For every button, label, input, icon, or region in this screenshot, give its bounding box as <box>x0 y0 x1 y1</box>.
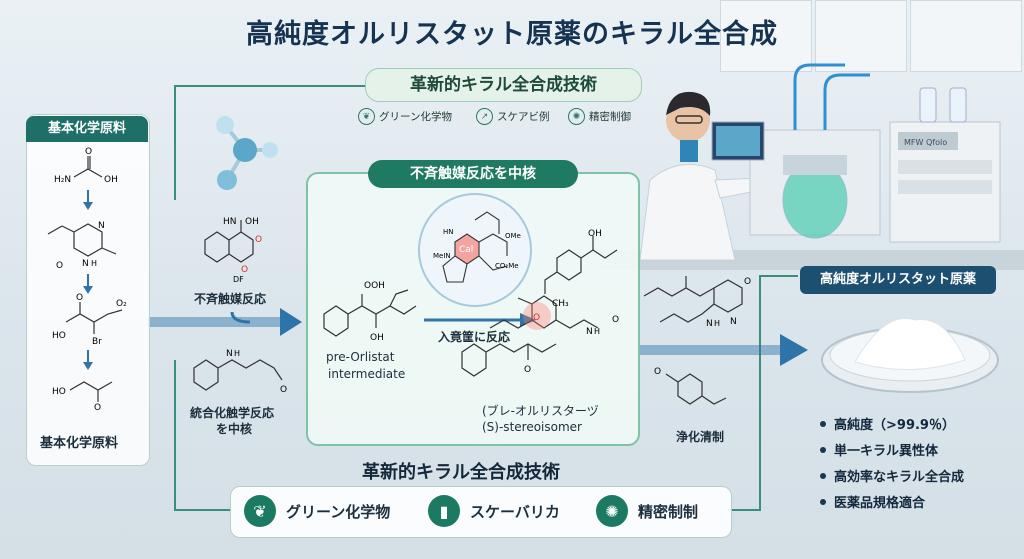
integrated-reaction-label-1: 統合化触学反応 <box>190 406 275 420</box>
label: O <box>94 403 101 412</box>
pre-orlistat-molecule: OOH OH <box>323 281 417 343</box>
precision-gear-icon: ✺ <box>596 495 628 527</box>
catalyst-bubble: Cal OMe CO₂Me MeIN HN <box>418 193 532 307</box>
label: N <box>82 259 89 269</box>
label: HN <box>443 228 454 236</box>
label: N <box>98 221 105 231</box>
core-reaction-header: 不斉触媒反応を中核 <box>368 160 578 188</box>
methoxy-aniline-molecule: O <box>654 367 727 405</box>
hplc-instrument: MFW Qfolo <box>889 87 1001 243</box>
page-title: 高純度オルリスタット原薬のキラル全合成 <box>246 19 778 50</box>
chart-icon: ↗ <box>476 108 493 125</box>
hplc-screen-text: MFW Qfolo <box>904 138 947 147</box>
label: Br <box>92 337 102 347</box>
center-reaction-label: 入竟筐に反応 <box>438 330 511 344</box>
product-feature-item: 高純度（>99.9％） <box>820 414 1020 433</box>
label: HN <box>223 217 237 227</box>
flask-leaf-icon: ❦ <box>244 495 276 527</box>
pre-orlistat-label-1: pre-Orlistat <box>326 350 395 364</box>
bottom-feature-scale: ▮ スケーバリカ <box>428 494 560 528</box>
label: O <box>241 265 248 275</box>
gear-icon: ✺ <box>568 108 585 125</box>
bottom-feature-precision: ✺ 精密制制 <box>596 494 698 528</box>
ball-stick-model <box>216 116 278 190</box>
label: O <box>524 365 531 375</box>
lab-scene-illustration: MFW Qfolo <box>639 63 1001 260</box>
scientist-figure <box>639 91 772 260</box>
label: H <box>91 259 97 268</box>
bar-chart-icon: ▮ <box>428 495 460 527</box>
label: HO <box>52 387 66 397</box>
final-product-header: 高純度オルリスタット原薬 <box>800 266 996 294</box>
pre-orlistat-label-2: intermediate <box>328 367 406 381</box>
molecule-3 <box>65 302 123 334</box>
label: O <box>255 235 262 245</box>
label: N <box>730 317 737 327</box>
petri-dish-powder <box>821 317 999 393</box>
label: CH₃ <box>552 299 569 309</box>
tag-precision: ✺ 精密制御 <box>568 108 631 125</box>
arrowhead <box>780 334 808 366</box>
aniline-molecule: N H O <box>193 349 287 395</box>
label: N <box>586 327 593 337</box>
label: OH <box>588 229 602 239</box>
molecule-1 <box>73 156 103 178</box>
label: N <box>226 349 233 359</box>
stereoisomer-label-2: (S)-stereoisomer <box>482 420 582 434</box>
label: O <box>744 277 751 287</box>
label: OH <box>104 175 118 185</box>
label: O <box>533 313 540 323</box>
raw-materials-header: 基本化学原料 <box>26 116 148 142</box>
label: CO₂Me <box>495 262 519 270</box>
label: H₂N <box>54 175 71 185</box>
bottom-technology-label: 革新的キラル全合成技術 <box>362 462 560 483</box>
product-feature-item: 高効率なキラル全合成 <box>820 466 1020 485</box>
label: H <box>714 319 720 328</box>
purification-label: 浄化清制 <box>676 430 725 444</box>
leaf-icon: ❦ <box>358 108 375 125</box>
orlistat-core-molecule: O N H N <box>643 276 751 329</box>
wall-cabinet <box>910 0 1022 72</box>
bottom-feature-green: ❦ グリーン化学物 <box>244 494 390 528</box>
arrowhead <box>280 308 302 336</box>
label: O <box>76 293 83 303</box>
raw-materials-footer: 基本化学原料 <box>40 436 119 451</box>
molecule-2 <box>47 223 117 257</box>
tag-green: ❦ グリーン化学物 <box>358 108 452 125</box>
label: MeIN <box>433 252 451 260</box>
product-feature-item: 医薬品規格適合 <box>820 492 1020 511</box>
asymmetric-catalysis-label: 不斉触媒反応 <box>194 292 267 306</box>
raw-material-molecules: H₂N O OH N N H O O₂ HO Br O HO O <box>47 147 127 412</box>
pre-orlistat-stereoisomer-molecule: OH CH₃ O O N H O <box>461 229 619 377</box>
bottom-feature-bar <box>230 486 732 538</box>
label: HO <box>52 331 66 341</box>
label: O₂ <box>116 299 127 309</box>
label: Cal <box>459 245 473 255</box>
tag-scale: ↗ スケアビ例 <box>476 108 550 125</box>
label: H <box>594 327 600 336</box>
label: N <box>706 319 713 329</box>
integrated-reaction-label-2: を中核 <box>216 422 253 436</box>
stereoisomer-label-1: (ブレ-オルリスターヅ <box>482 404 599 418</box>
wall-cabinet <box>720 0 812 72</box>
product-feature-list: 高純度（>99.9％） 単一キラル異性体 高効率なキラル全合成 医薬品規格適合 <box>820 414 1020 518</box>
label: O <box>612 315 619 325</box>
top-technology-label: 革新的キラル全合成技術 <box>365 68 642 102</box>
product-feature-item: 単一キラル異性体 <box>820 440 1020 459</box>
label: OMe <box>505 232 521 240</box>
label: OH <box>245 217 259 227</box>
label: OOH <box>364 281 385 291</box>
label: O <box>654 367 661 377</box>
label: DF <box>233 275 244 284</box>
label: O <box>56 261 63 271</box>
label: O <box>85 147 92 157</box>
label: O <box>280 385 287 395</box>
wall-cabinet <box>815 0 907 72</box>
reactor-vessel <box>711 63 881 239</box>
molecule-4 <box>69 381 113 402</box>
label: OH <box>370 333 384 343</box>
label: H <box>234 349 240 358</box>
catalyst-reaction-molecule: HN OH O O DF <box>204 217 262 284</box>
